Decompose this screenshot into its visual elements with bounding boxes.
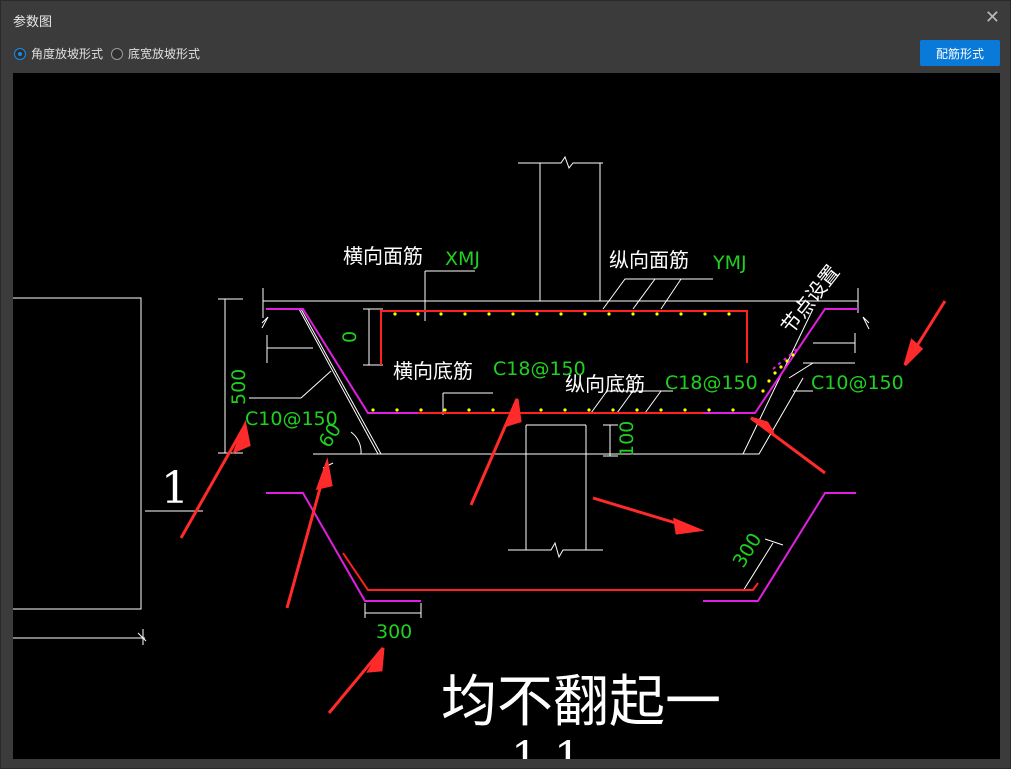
leader-left-side (249, 370, 332, 399)
close-icon[interactable]: ✕ (984, 7, 1000, 28)
leader-v-top (602, 278, 713, 310)
dim-300-bottom-line (364, 603, 422, 618)
angle-arc (350, 431, 362, 455)
left-slope-rebar (266, 308, 418, 414)
leader-h-top (424, 270, 475, 321)
label-node: 节点设置 (776, 260, 844, 338)
column-upper (539, 163, 601, 301)
radio-checked-icon (14, 47, 26, 60)
dim-300-right-line (742, 538, 784, 592)
code-left-side: C10@150 (245, 408, 338, 430)
radio-width-slope[interactable]: 底宽放坡形式 (111, 45, 200, 62)
dim-300-right: 300 (729, 529, 767, 571)
pit-bottom-line (313, 377, 804, 455)
dim-zero: 0 (339, 331, 361, 343)
left-shelf (266, 335, 313, 363)
radio-unchecked-icon (111, 47, 123, 60)
code-v-bottom: C18@150 (665, 372, 758, 394)
leader-v-bottom (590, 390, 673, 414)
dim-0-line (363, 308, 383, 366)
annotation-arrows (179, 300, 947, 714)
left-tick (137, 629, 147, 645)
top-rebar (380, 310, 748, 365)
section-title: 1-1 (511, 733, 582, 759)
code-h-bottom: C18@150 (493, 358, 586, 380)
radio-width-slope-label: 底宽放坡形式 (128, 47, 201, 61)
lower-bottom-rebar (342, 552, 759, 591)
column-break-top (518, 155, 603, 170)
node-dots (772, 348, 798, 370)
column-lower (525, 424, 587, 550)
window-title: 参数图 (13, 15, 53, 30)
toolbar: 角度放坡形式 底宽放坡形式 配筋形式 (1, 39, 1011, 69)
lower-right-slope-rebar (703, 492, 856, 602)
code-right-side: C10@150 (811, 372, 904, 394)
radio-angle-slope[interactable]: 角度放坡形式 (14, 45, 103, 62)
dim-100-line (603, 424, 618, 457)
label-h-bottom: 横向底筋 (393, 359, 473, 383)
dim-300-bottom: 300 (376, 621, 412, 643)
rebar-dots (371, 312, 795, 412)
right-shelf (813, 333, 856, 353)
section-mark: 1 (161, 463, 189, 514)
label-v-top: 纵向面筋 (609, 248, 689, 272)
label-v-bottom: 纵向底筋 (565, 372, 645, 396)
note-big: 均不翻起一 (441, 670, 721, 735)
leader-h-bottom (442, 392, 493, 415)
title-bar: 参数图 ✕ (1, 1, 1011, 37)
radio-angle-slope-label: 角度放坡形式 (31, 47, 104, 61)
config-form-button[interactable]: 配筋形式 (920, 40, 1000, 66)
left-wall-outline (13, 297, 142, 610)
pit-slope-left (300, 308, 382, 455)
column-break-bottom (508, 541, 603, 559)
dim-bottom-cover: 100 (616, 421, 638, 457)
label-h-top: 横向面筋 (343, 244, 423, 268)
dim-depth: 500 (228, 369, 250, 405)
slab-break-marks (261, 316, 870, 330)
right-slope-rebar (703, 308, 858, 414)
lower-left-slope-rebar (266, 492, 421, 602)
cad-drawing: 横向面筋 纵向面筋 横向底筋 纵向底筋 节点设置 1 均不翻起一 1-1 XMJ… (13, 155, 947, 759)
leader-node (788, 362, 855, 379)
parameter-drawing-canvas: 横向面筋 纵向面筋 横向底筋 纵向底筋 节点设置 1 均不翻起一 1-1 XMJ… (13, 73, 1000, 759)
code-h-top: XMJ (445, 248, 480, 270)
code-v-top: YMJ (712, 252, 747, 274)
